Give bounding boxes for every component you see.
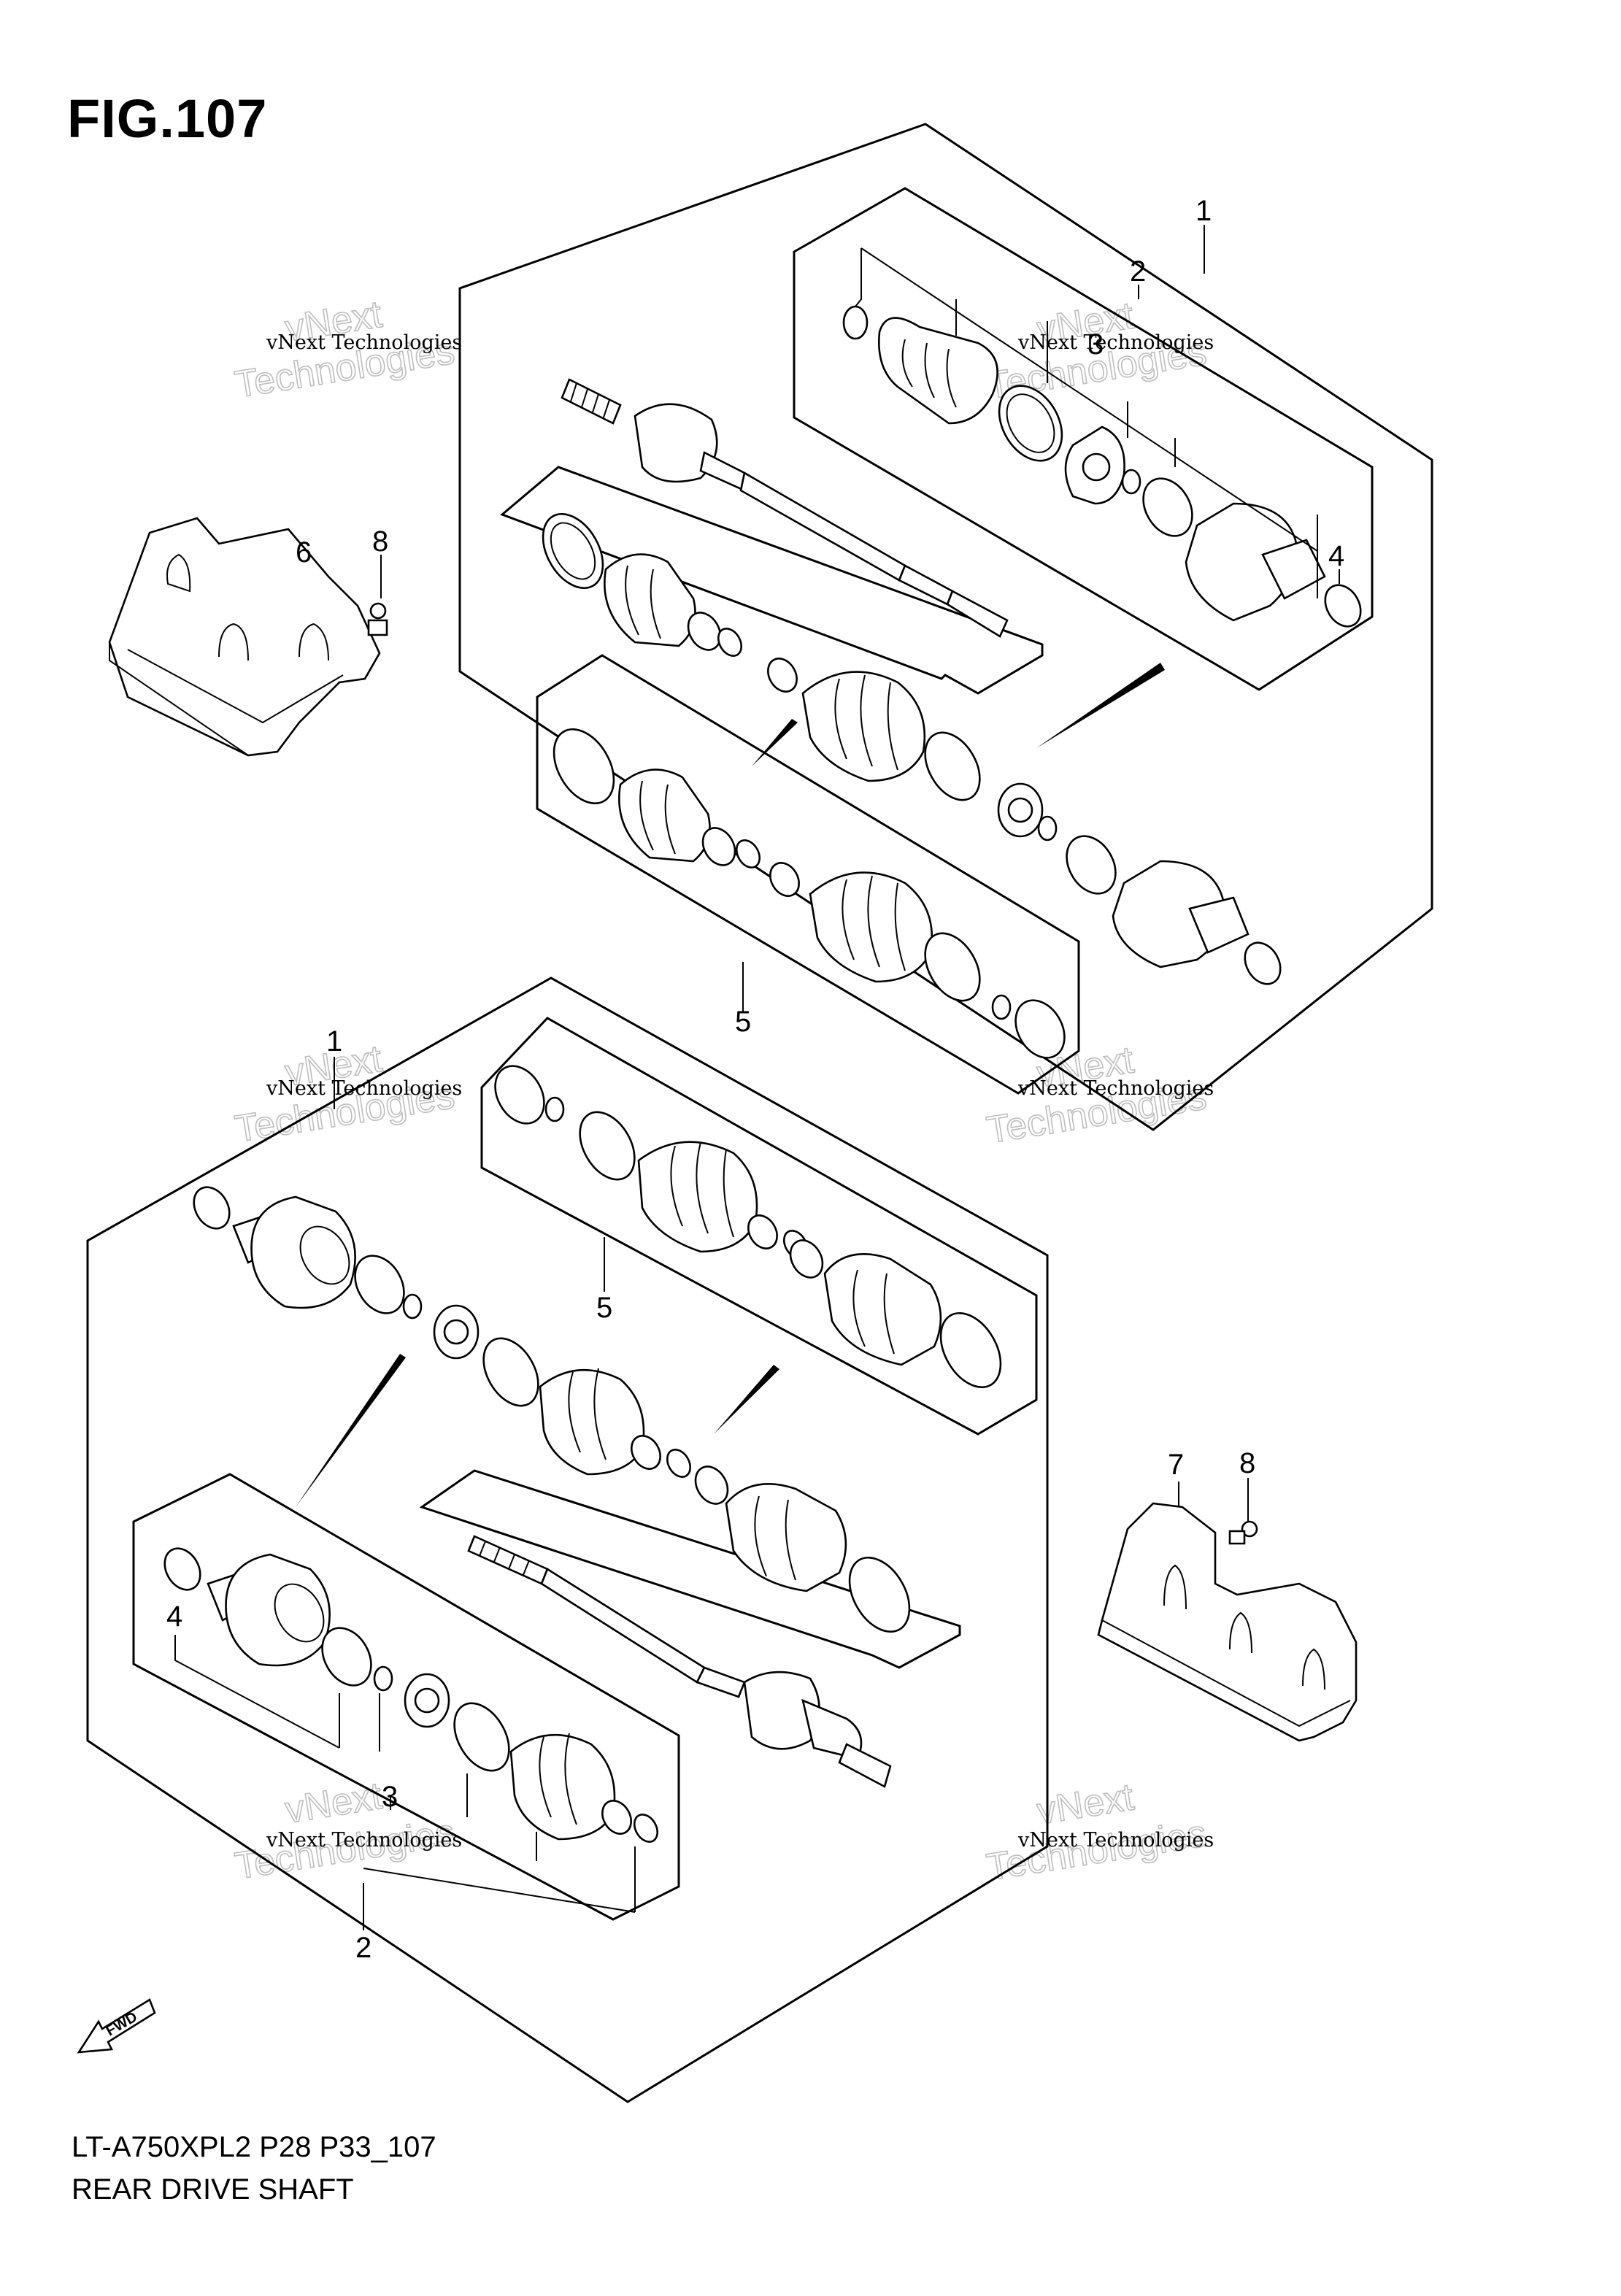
bottom-callout-leaders	[174, 1057, 1249, 1930]
top-kit-box-2	[793, 187, 1374, 691]
callout-5-top: 5	[735, 1006, 751, 1038]
watermark-small-text: vNext Technologies	[266, 331, 462, 354]
bottom-axle-shaft	[467, 1535, 892, 1788]
bottom-kit2-parts	[163, 1547, 659, 1843]
top-axle-shaft	[561, 378, 1009, 638]
top-callout-leaders	[302, 225, 1340, 1013]
callout-2-top: 2	[1130, 255, 1146, 288]
top-shaft-box	[500, 466, 1044, 695]
top-direction-pointer-1	[1036, 663, 1165, 748]
bottom-kit-box-2	[132, 1473, 680, 1921]
rear-bracket-7	[1097, 1502, 1358, 1742]
watermark-big-line1: vNext	[282, 1775, 385, 1832]
bottom-kit-box-5	[480, 1017, 1038, 1436]
callout-5-bottom: 5	[596, 1292, 612, 1324]
callout-4-bottom: 4	[166, 1600, 182, 1633]
callout-2-bottom: 2	[355, 1932, 371, 1964]
callout-1-top: 1	[1195, 195, 1212, 227]
callout-6: 6	[296, 536, 312, 569]
bolt-8-bottom	[1228, 1520, 1258, 1545]
top-assembly-frame	[458, 123, 1433, 1131]
watermark-bottom-right: vNext Technologies	[983, 1776, 1209, 1889]
watermark-small-text: vNext Technologies	[1017, 1077, 1214, 1100]
bolt-8-top	[367, 602, 388, 636]
bottom-direction-pointer-2	[714, 1365, 779, 1434]
watermark-big-line1: vNext	[1034, 1776, 1137, 1833]
top-inner-boot-parts	[542, 512, 1282, 985]
watermark-small-text: vNext Technologies	[1017, 331, 1214, 354]
callout-1-bottom: 1	[326, 1025, 342, 1058]
top-direction-pointer-2	[752, 719, 798, 766]
fwd-arrow-icon: FWD	[77, 1998, 156, 2054]
callout-8-bottom: 8	[1239, 1447, 1255, 1479]
bottom-assembly-frame	[86, 976, 1049, 2103]
callout-8-top: 8	[372, 525, 388, 558]
bottom-direction-pointer-1	[296, 1354, 406, 1507]
callout-3-top: 3	[1087, 328, 1104, 361]
bottom-inner-cv-joint	[193, 1186, 911, 1633]
watermark-bottom-left: vNext Technologies	[231, 1774, 458, 1888]
callout-7: 7	[1168, 1449, 1184, 1481]
bottom-shaft-box	[419, 1469, 961, 1669]
top-kit5-parts	[552, 728, 1066, 1059]
diagram-caption: REAR DRIVE SHAFT	[72, 2173, 354, 2206]
rear-bracket-6	[108, 517, 381, 757]
callout-4-top: 4	[1328, 540, 1344, 572]
top-outer-cv-joint	[842, 305, 1362, 628]
watermark-small-text: vNext Technologies	[266, 1829, 462, 1852]
watermark-small-text: vNext Technologies	[1017, 1829, 1214, 1852]
bottom-kit5-parts	[494, 1065, 1002, 1389]
watermark-small-text: vNext Technologies	[266, 1077, 462, 1100]
fwd-label: FWD	[104, 2009, 140, 2040]
model-code: LT-A750XPL2 P28 P33_107	[72, 2131, 436, 2163]
callout-3-bottom: 3	[382, 1781, 398, 1813]
figure-title: FIG.107	[67, 88, 268, 149]
top-kit-box-5	[536, 654, 1080, 1095]
